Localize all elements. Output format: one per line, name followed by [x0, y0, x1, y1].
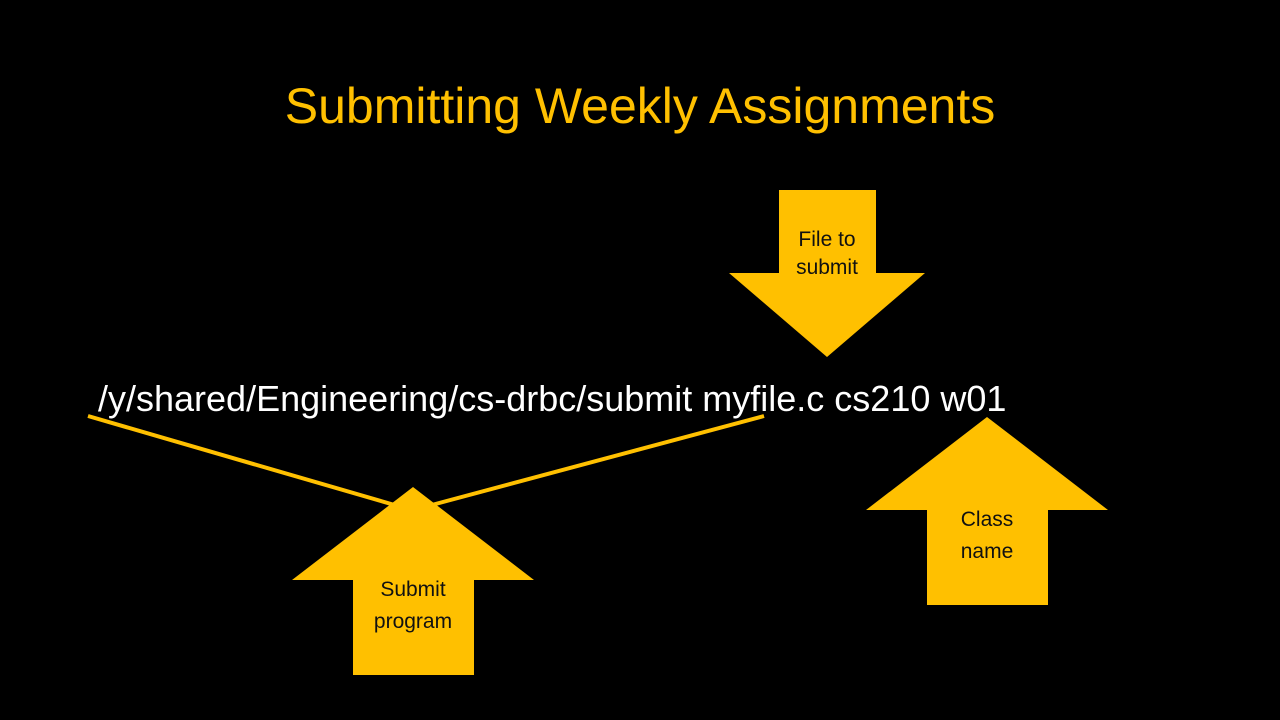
- file-to-submit-arrow: File to submit: [729, 190, 925, 357]
- class-name-arrow: Class name: [866, 417, 1108, 605]
- submit-program-arrow: Submit program: [292, 487, 534, 675]
- file-to-submit-label-line2: submit: [796, 256, 858, 279]
- up-arrow-icon: [866, 417, 1108, 605]
- submit-program-label-line1: Submit: [380, 578, 446, 601]
- connector-line-left: [87, 414, 399, 508]
- class-name-label-line2: name: [961, 540, 1014, 563]
- submit-command-text: /y/shared/Engineering/cs-drbc/submit myf…: [98, 378, 1007, 419]
- file-to-submit-label-line1: File to: [798, 228, 855, 251]
- down-arrow-icon: [729, 190, 925, 357]
- submit-program-label-line2: program: [374, 610, 452, 633]
- up-arrow-icon: [292, 487, 534, 675]
- class-name-label-line1: Class: [961, 508, 1014, 531]
- connector-line-right: [427, 414, 765, 508]
- slide-title: Submitting Weekly Assignments: [284, 78, 996, 134]
